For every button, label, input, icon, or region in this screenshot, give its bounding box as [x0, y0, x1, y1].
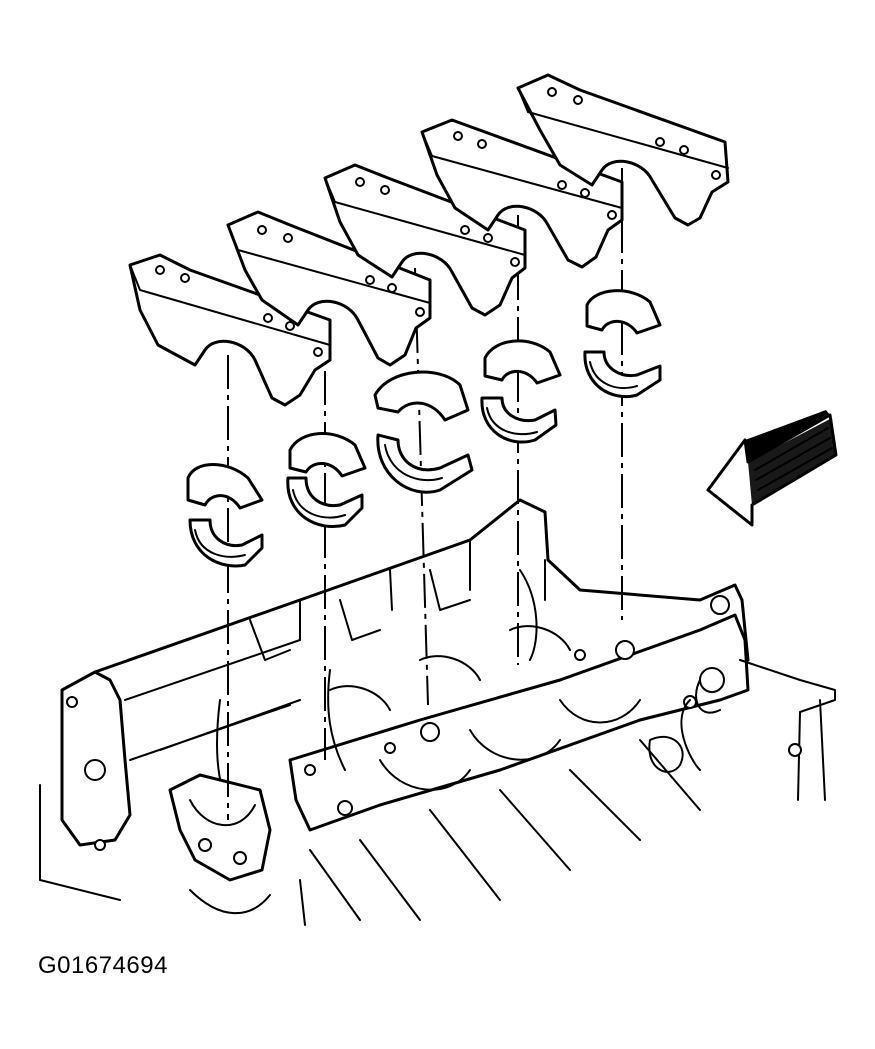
- bearing-shells-4: [480, 339, 562, 444]
- bearing-shells-3: [373, 370, 474, 494]
- bearing-cap-5: [516, 73, 730, 227]
- figure-code-label: G01674694: [38, 952, 168, 979]
- block-far-rail: [93, 498, 750, 674]
- front-arrow-icon: [706, 410, 838, 527]
- front-saddle: [168, 773, 272, 882]
- bearing-cap-3: [323, 163, 527, 317]
- block-left-end: [60, 670, 132, 847]
- engine-block: [39, 498, 836, 926]
- bearing-cap-4: [420, 118, 624, 269]
- bearing-shells-2: [286, 432, 367, 528]
- bearing-shells-1: [186, 463, 264, 568]
- bearing-shells-5: [583, 289, 662, 398]
- block-near-rail: [288, 613, 750, 832]
- bearing-cap-1: [128, 253, 332, 407]
- bearing-cap-2: [226, 210, 432, 367]
